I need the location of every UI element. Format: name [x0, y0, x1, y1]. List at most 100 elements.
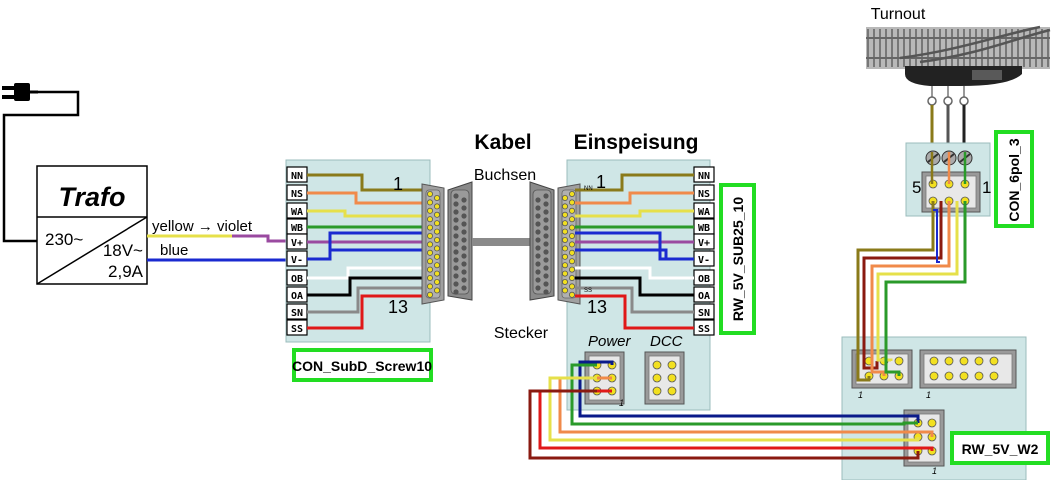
- pin: [426, 190, 433, 197]
- svg-text:1: 1: [858, 390, 863, 400]
- einsp-pin-label: WB: [698, 223, 710, 234]
- pin: [974, 356, 984, 366]
- svg-text:1: 1: [926, 390, 931, 400]
- pin-hole: [535, 285, 541, 291]
- pin: [569, 266, 576, 273]
- einsp-small-ss: SS: [584, 288, 592, 294]
- pin-hole: [453, 289, 459, 295]
- pin: [652, 373, 662, 383]
- pin-hole: [453, 225, 459, 231]
- long-wire: [578, 360, 920, 423]
- trafo-input-voltage: 230~: [45, 230, 83, 249]
- dcc-connector: [644, 351, 685, 405]
- pin-hole: [543, 249, 549, 255]
- long-wire: [870, 201, 951, 376]
- long-wire: [933, 209, 940, 263]
- pin: [569, 207, 576, 214]
- pin: [562, 203, 569, 210]
- einsp-small-nn: NN: [584, 186, 593, 192]
- pin-hole: [535, 237, 541, 243]
- pin-hole: [535, 197, 541, 203]
- pin: [562, 278, 569, 285]
- label-yellow-violet: yellow → violet: [152, 218, 253, 235]
- pin-hole: [453, 193, 459, 199]
- pin-hole: [543, 209, 549, 215]
- pin: [426, 199, 433, 206]
- pin: [426, 249, 433, 256]
- pin: [569, 283, 576, 290]
- cable-dsub-male: [529, 181, 555, 301]
- cable-dsub-female: [447, 181, 473, 301]
- pin: [433, 211, 440, 218]
- cable-female-label: Buchsen: [474, 167, 536, 184]
- pin: [569, 241, 576, 248]
- einsp-wire: [575, 266, 694, 280]
- con6pol-connector: [921, 171, 981, 213]
- svg-text:CON_6pol_3: CON_6pol_3: [1006, 138, 1022, 221]
- pin: [562, 194, 569, 201]
- screw-pin-label: SS: [291, 324, 303, 335]
- pin-hole: [453, 233, 459, 239]
- pin-hole: [461, 197, 467, 203]
- pin: [562, 236, 569, 243]
- pin: [426, 283, 433, 290]
- pin-hole: [535, 277, 541, 283]
- pin: [569, 216, 576, 223]
- long-wire-set: [528, 201, 967, 460]
- pin: [433, 245, 440, 252]
- pin-hole: [543, 225, 549, 231]
- cable-male-pins: [535, 193, 549, 295]
- pin-hole: [461, 205, 467, 211]
- einsp-pin-label: V+: [698, 238, 710, 249]
- pin: [562, 262, 569, 269]
- pin-hole: [543, 193, 549, 199]
- screw-pin-label: OA: [291, 291, 303, 302]
- label-blue: blue: [160, 242, 188, 259]
- pin: [959, 356, 969, 366]
- cable-body: [472, 238, 530, 246]
- pin-hole: [535, 221, 541, 227]
- einsp-wire: [575, 173, 694, 192]
- pin: [974, 371, 984, 381]
- einsp-num-bottom: 13: [587, 297, 607, 317]
- pin-hole: [453, 201, 459, 207]
- pin-hole: [461, 245, 467, 251]
- screw-pin-label: NN: [291, 171, 303, 182]
- einsp-pin-label: OA: [698, 291, 710, 302]
- pin-hole: [543, 233, 549, 239]
- dsub-screw-pins: [426, 190, 440, 298]
- pin-hole: [453, 209, 459, 215]
- pin: [569, 258, 576, 265]
- pin: [667, 386, 677, 396]
- cable-male-label: Stecker: [494, 325, 549, 342]
- einsp-pin-label: SS: [698, 324, 710, 335]
- pin-hole: [461, 285, 467, 291]
- dcc-pins: [652, 360, 677, 396]
- pin-hole: [461, 277, 467, 283]
- pin-hole: [535, 261, 541, 267]
- turnout-wires: [927, 86, 969, 152]
- label-rw-5v-w2: RW_5V_W2: [950, 431, 1050, 465]
- pin: [667, 360, 677, 370]
- pin: [569, 274, 576, 281]
- pin: [569, 249, 576, 256]
- screw-pin-label: WA: [291, 207, 303, 218]
- pin: [989, 356, 999, 366]
- long-wire: [528, 389, 920, 460]
- pin-hole: [453, 249, 459, 255]
- pin: [433, 220, 440, 227]
- label-con-subd-screw10: CON_SubD_Screw10: [292, 348, 433, 382]
- pin-hole: [461, 253, 467, 259]
- einsp-wire: [575, 294, 694, 330]
- screw-wire: [307, 286, 428, 314]
- einsp-pin-label: WA: [698, 207, 710, 218]
- pin: [433, 194, 440, 201]
- pin-hole: [461, 261, 467, 267]
- pin: [433, 287, 440, 294]
- screw-pin-label: WB: [291, 223, 303, 234]
- pin: [562, 270, 569, 277]
- screw-wire: [307, 191, 428, 205]
- pin-hole: [461, 221, 467, 227]
- long-wire: [856, 201, 935, 382]
